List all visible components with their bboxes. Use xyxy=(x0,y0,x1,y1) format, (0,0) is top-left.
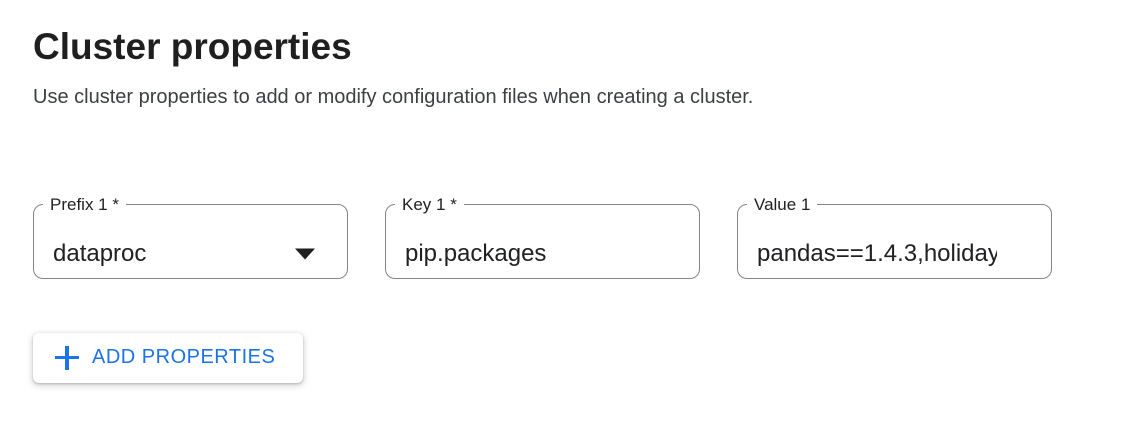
cluster-properties-section: Cluster properties Use cluster propertie… xyxy=(33,26,1089,383)
plus-icon xyxy=(55,345,79,370)
value-input-field[interactable]: Value 1 pandas==1.4.3,holiday xyxy=(737,194,1052,279)
add-properties-button[interactable]: ADD PROPERTIES xyxy=(33,332,304,383)
prefix-field-value: dataproc xyxy=(53,240,147,268)
page-title: Cluster properties xyxy=(33,26,352,67)
page-description: Use cluster properties to add or modify … xyxy=(33,85,754,108)
key-field-value: pip.packages xyxy=(405,240,547,268)
key-field-label: Key 1 * xyxy=(402,194,457,214)
dropdown-arrow-icon[interactable] xyxy=(295,248,315,260)
prefix-field-label: Prefix 1 * xyxy=(50,194,119,214)
value-field-label: Value 1 xyxy=(754,194,811,214)
key-input-field[interactable]: Key 1 * pip.packages xyxy=(385,194,700,279)
property-row: Prefix 1 * dataproc Key 1 * pip.packages… xyxy=(33,194,1089,279)
add-properties-label: ADD PROPERTIES xyxy=(92,346,276,369)
value-field-value: pandas==1.4.3,holiday xyxy=(757,240,997,268)
prefix-select-field[interactable]: Prefix 1 * dataproc xyxy=(33,194,348,279)
